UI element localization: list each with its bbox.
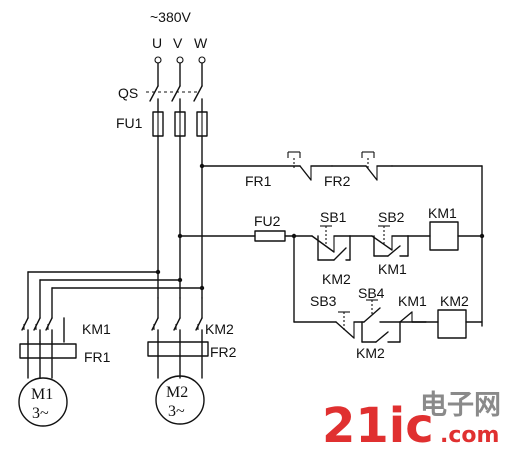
motor1-type: 3~ <box>32 405 49 422</box>
km1-coil-label: KM1 <box>428 205 457 221</box>
site-watermark: 21ic 电子网 .com <box>322 390 501 450</box>
km1-top-contact-label: KM1 <box>378 261 407 277</box>
motor1-name: M1 <box>31 386 53 403</box>
motor1-overload-label: FR1 <box>84 349 111 365</box>
watermark-chinese: 电子网 <box>420 390 501 421</box>
sb4-button <box>363 299 401 323</box>
motor2-contactor-km2 <box>151 317 203 343</box>
motor1-overload-fr1 <box>19 341 77 379</box>
phase-u-label: U <box>152 35 162 51</box>
fr2-nc-contact <box>361 151 393 181</box>
main-switch-label: QS <box>118 85 138 101</box>
motor2-name: M2 <box>166 384 188 401</box>
motor2-overload-label: FR2 <box>210 344 237 360</box>
km1-bottom-contact-label: KM1 <box>398 293 427 309</box>
km1-coil <box>429 221 459 251</box>
motor1-contactor-label: KM1 <box>82 321 111 337</box>
km2-top-contact-label: KM2 <box>322 271 351 287</box>
motor1-contactor-km1 <box>21 317 65 343</box>
km1-bottom-contact <box>399 311 427 323</box>
control-fr2-label: FR2 <box>324 173 351 189</box>
watermark-domain: .com <box>440 423 499 448</box>
motor2-type: 3~ <box>168 403 185 420</box>
sb1-stop-button <box>311 225 351 253</box>
supply-voltage-label: ~380V <box>150 9 192 25</box>
watermark-number: 21ic <box>322 398 434 450</box>
control-fuse-label: FU2 <box>254 213 281 229</box>
sb2-start-button <box>371 225 409 251</box>
sb2-label: SB2 <box>378 209 405 225</box>
phase-v-label: V <box>173 35 183 51</box>
km2-bottom-contact-label: KM2 <box>356 345 385 361</box>
supply-terminals <box>154 56 206 64</box>
km2-top-nc-contact <box>317 235 351 261</box>
motor2-overload-fr2 <box>147 341 209 379</box>
km2-coil <box>437 309 467 339</box>
main-switch-qs <box>146 62 203 113</box>
sb1-label: SB1 <box>320 209 347 225</box>
km1-top-no-contact <box>373 235 409 257</box>
motor2-symbol <box>155 375 205 425</box>
sb3-label: SB3 <box>310 293 337 309</box>
control-fr1-label: FR1 <box>245 173 272 189</box>
sb4-label: SB4 <box>358 285 385 301</box>
main-fuses-fu1 <box>152 111 208 137</box>
sb3-button <box>335 311 365 339</box>
phase-w-label: W <box>194 35 208 51</box>
main-fuse-label: FU1 <box>116 115 143 131</box>
motor1-symbol <box>18 377 68 427</box>
power-buses <box>27 135 205 319</box>
fr1-nc-contact <box>287 151 333 181</box>
km2-bottom-no-contact <box>361 321 401 343</box>
control-fuse-fu2 <box>254 230 286 242</box>
km2-coil-label: KM2 <box>440 293 469 309</box>
motor2-contactor-label: KM2 <box>205 321 234 337</box>
